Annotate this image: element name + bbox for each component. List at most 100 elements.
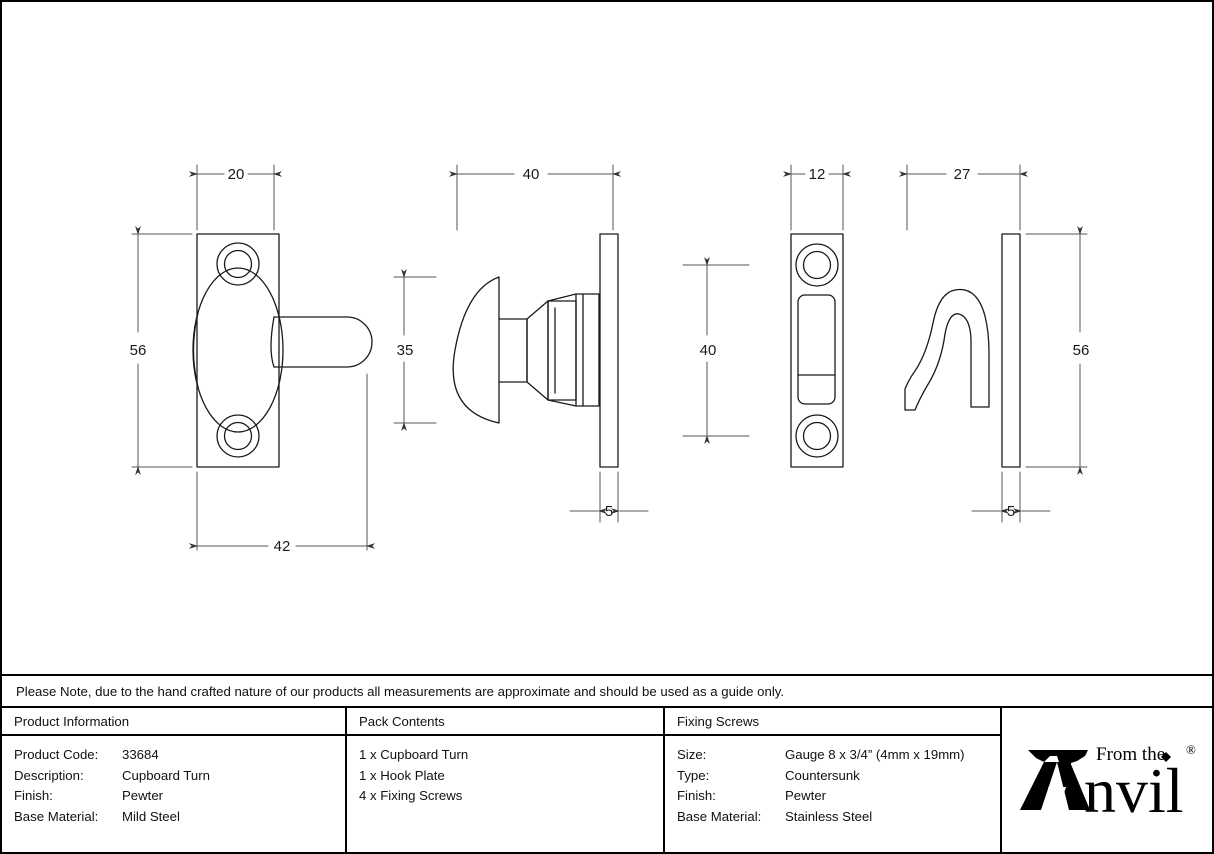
list-item: 4 x Fixing Screws [359,788,463,803]
dimension-40-left [682,257,750,444]
row-key: Finish: [677,788,716,803]
table-row: Finish: Pewter [677,786,1000,807]
column-logo: From the nvil ® [1002,708,1212,852]
view-cupboard-turn-side [452,233,619,468]
turn-arm-outline [273,316,373,368]
dimension-42-label: 42 [274,538,291,555]
knob-neck-outline [498,318,528,383]
product-info-panel: Please Note, due to the hand crafted nat… [2,674,1212,852]
dimension-40-left-label: 40 [700,342,717,359]
registered-trademark-icon: ® [1186,742,1196,757]
dimension-56-left-label: 56 [130,342,147,359]
table-row: Base Material: Mild Steel [14,807,345,828]
disclaimer-note: Please Note, due to the hand crafted nat… [2,674,1212,708]
backplate-edge-outline [599,233,619,468]
table-row: Base Material: Stainless Steel [677,807,1000,828]
dimension-27-label: 27 [954,166,971,183]
row-key: Product Code: [14,747,99,762]
row-value: Cupboard Turn [122,767,210,783]
table-row: Size: Gauge 8 x 3/4” (4mm x 19mm) [677,745,1000,766]
logo-line-2: nvil [1084,755,1184,826]
column-pack-contents: Pack Contents 1 x Cupboard Turn 1 x Hook… [347,708,665,852]
row-value: 33684 [122,747,159,762]
column-header-fixing-screws: Fixing Screws [665,708,1000,736]
technical-drawing-area: 20 56 42 [2,2,1212,674]
screw-boss-top-mid [223,249,253,279]
dimension-27 [899,164,1028,231]
table-row: Type: Countersunk [677,766,1000,787]
table-row: Product Code: 33684 [14,745,345,766]
hook-plate-outline [790,233,844,468]
hookplate-edge-outline [1001,233,1021,468]
collar-join-bottom [547,399,577,407]
row-value: Pewter [122,788,164,803]
knob-spindle-collar [575,293,600,407]
hookplate-boss-top-mid [802,250,832,280]
column-fixing-screws: Fixing Screws Size: Gauge 8 x 3/4” (4mm … [665,708,1002,852]
dimension-12 [783,164,851,231]
view-hook-plate-side [904,233,1021,468]
dimension-56-left [131,226,193,475]
column-body-pack-contents: 1 x Cupboard Turn 1 x Hook Plate 4 x Fix… [347,736,663,852]
from-the-anvil-logo: From the nvil ® [1012,730,1202,830]
knob-taper-outline [526,300,549,401]
hook-slot-outline [797,294,836,405]
dimension-5-right-label: 5 [1007,503,1015,520]
backplate-outline [196,233,280,468]
row-key: Base Material: [677,808,762,824]
dimension-56-right-label: 56 [1073,342,1090,359]
knob-barrel-outline [547,300,577,401]
column-body-product-information: Product Code: 33684 Description: Cupboar… [2,736,345,852]
dimension-5-left-label: 5 [605,503,613,520]
collar-join-top [547,293,577,302]
row-value: Pewter [785,788,827,803]
anvil-icon [1020,750,1090,810]
dimension-40-top-label: 40 [523,166,540,183]
view-cupboard-turn-front [192,233,373,468]
dimension-5-right [971,471,1051,523]
row-value: Countersunk [785,767,860,783]
knob-dome-outline [452,276,500,424]
row-value: Stainless Steel [785,808,873,824]
list-item: 1 x Cupboard Turn [359,747,469,762]
view-hook-plate-front [790,233,844,468]
logo-line-1: From the [1096,744,1165,765]
table-row: Description: Cupboard Turn [14,766,345,787]
screw-boss-bottom-mid [223,421,253,451]
screw-boss-top-outer [216,242,260,286]
dimension-42 [189,373,375,551]
hookplate-boss-bottom-outer [795,414,839,458]
column-header-pack-contents: Pack Contents [347,708,663,736]
anvil-logo-svg: From the nvil ® [1020,742,1196,826]
dimension-5-left [569,471,649,523]
hookplate-boss-top-outer [795,243,839,287]
dimension-20 [189,164,282,231]
row-value: Mild Steel [122,808,180,824]
hookplate-boss-bottom-mid [802,421,832,451]
spec-table: Product Information Product Code: 33684 … [2,708,1212,852]
technical-drawing-svg: 20 56 42 [130,164,1090,555]
dimension-20-label: 20 [228,166,245,183]
dimension-40-top [449,164,621,231]
row-key: Size: [677,747,707,762]
table-row: Finish: Pewter [14,786,345,807]
column-header-product-information: Product Information [2,708,345,736]
diamond-icon [1161,752,1171,762]
row-key: Base Material: [14,808,99,824]
hook-profile-outline [904,288,990,411]
row-key: Type: [677,767,710,783]
disclaimer-note-text: Please Note, due to the hand crafted nat… [16,683,785,699]
column-product-information: Product Information Product Code: 33684 … [2,708,347,852]
turn-arm-left-join [270,316,275,368]
row-key: Description: [14,767,84,783]
screw-boss-bottom-outer [216,414,260,458]
oval-rose-outline [192,267,284,433]
dimension-12-label: 12 [809,166,826,183]
rose-left-edge [192,312,199,388]
column-body-fixing-screws: Size: Gauge 8 x 3/4” (4mm x 19mm) Type: … [665,736,1000,852]
dimension-35-label: 35 [397,342,414,359]
row-value: Gauge 8 x 3/4” (4mm x 19mm) [785,747,965,762]
dimension-56-right [1025,226,1088,475]
row-key: Finish: [14,788,53,803]
